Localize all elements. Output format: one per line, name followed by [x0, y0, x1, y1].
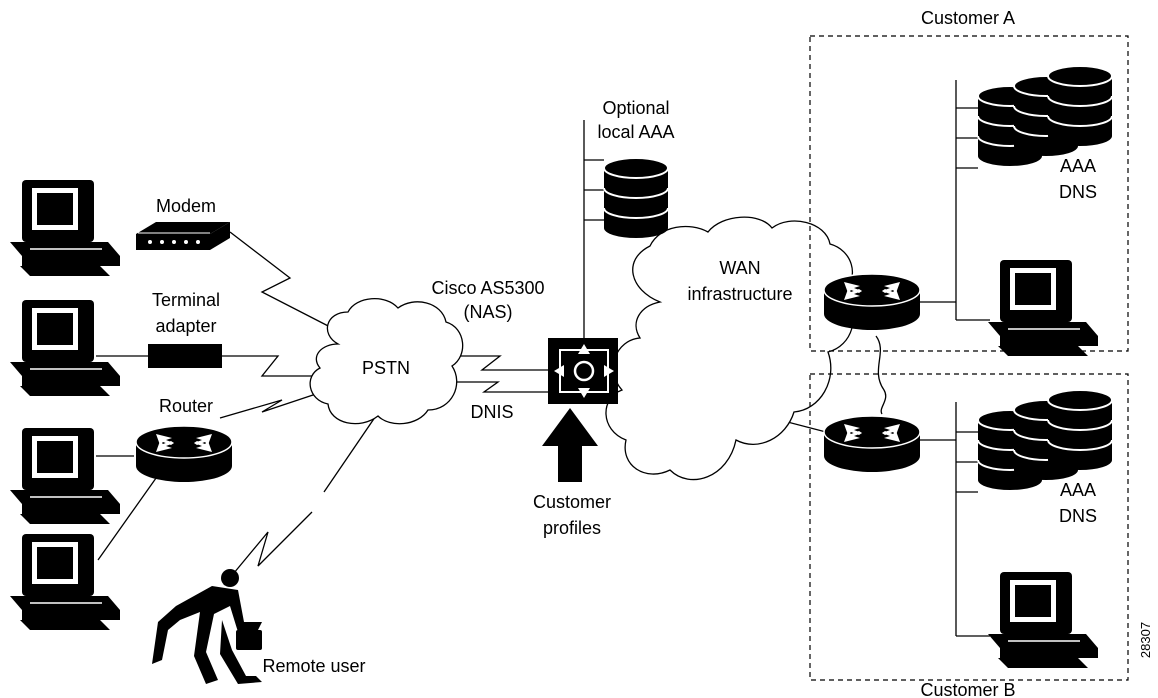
database-cluster-icon	[977, 389, 1113, 491]
wan-label: WAN	[719, 258, 760, 278]
customer-b-box	[809, 373, 1129, 681]
optional-aaa-label: local AAA	[597, 122, 674, 142]
pc-icon	[987, 571, 1099, 669]
database-cluster-icon	[977, 65, 1113, 167]
pstn-label: PSTN	[362, 358, 410, 378]
modem-label: Modem	[156, 196, 216, 216]
pc-icon	[9, 299, 121, 397]
terminal-adapter-label: Terminal	[152, 290, 220, 310]
nas-icon	[548, 338, 618, 404]
database-icon	[603, 157, 669, 239]
terminal-adapter-label: adapter	[155, 316, 216, 336]
wan-label: infrastructure	[687, 284, 792, 304]
pc-icon	[9, 533, 121, 631]
nas-label: (NAS)	[464, 302, 513, 322]
modem-icon	[136, 222, 230, 250]
terminal-adapter-icon	[148, 344, 222, 368]
customer-profiles-label: profiles	[543, 518, 601, 538]
router-icon	[135, 425, 233, 483]
pc-icon	[987, 259, 1099, 357]
aaa-label: AAA	[1060, 156, 1096, 176]
customer-b-label: Customer B	[920, 680, 1015, 698]
aaa-label: AAA	[1060, 480, 1096, 500]
router-icon	[823, 415, 921, 473]
dns-label: DNS	[1059, 506, 1097, 526]
arrow-up-icon	[542, 408, 598, 482]
remote-user-label: Remote user	[262, 656, 365, 676]
pstn-cloud	[309, 297, 464, 425]
pc-icon	[9, 179, 121, 277]
customer-profiles-label: Customer	[533, 492, 611, 512]
figure-id-label: 28307	[1138, 622, 1153, 658]
router-icon	[823, 273, 921, 331]
pc-icon	[9, 427, 121, 525]
wan-cloud	[605, 216, 854, 481]
dnis-label: DNIS	[470, 402, 513, 422]
customer-a-label: Customer A	[921, 8, 1015, 28]
customer-a-box	[809, 35, 1129, 352]
dns-label: DNS	[1059, 182, 1097, 202]
remote-user-icon	[152, 569, 262, 684]
router-label: Router	[159, 396, 213, 416]
nas-label: Cisco AS5300	[431, 278, 544, 298]
optional-aaa-label: Optional	[602, 98, 669, 118]
